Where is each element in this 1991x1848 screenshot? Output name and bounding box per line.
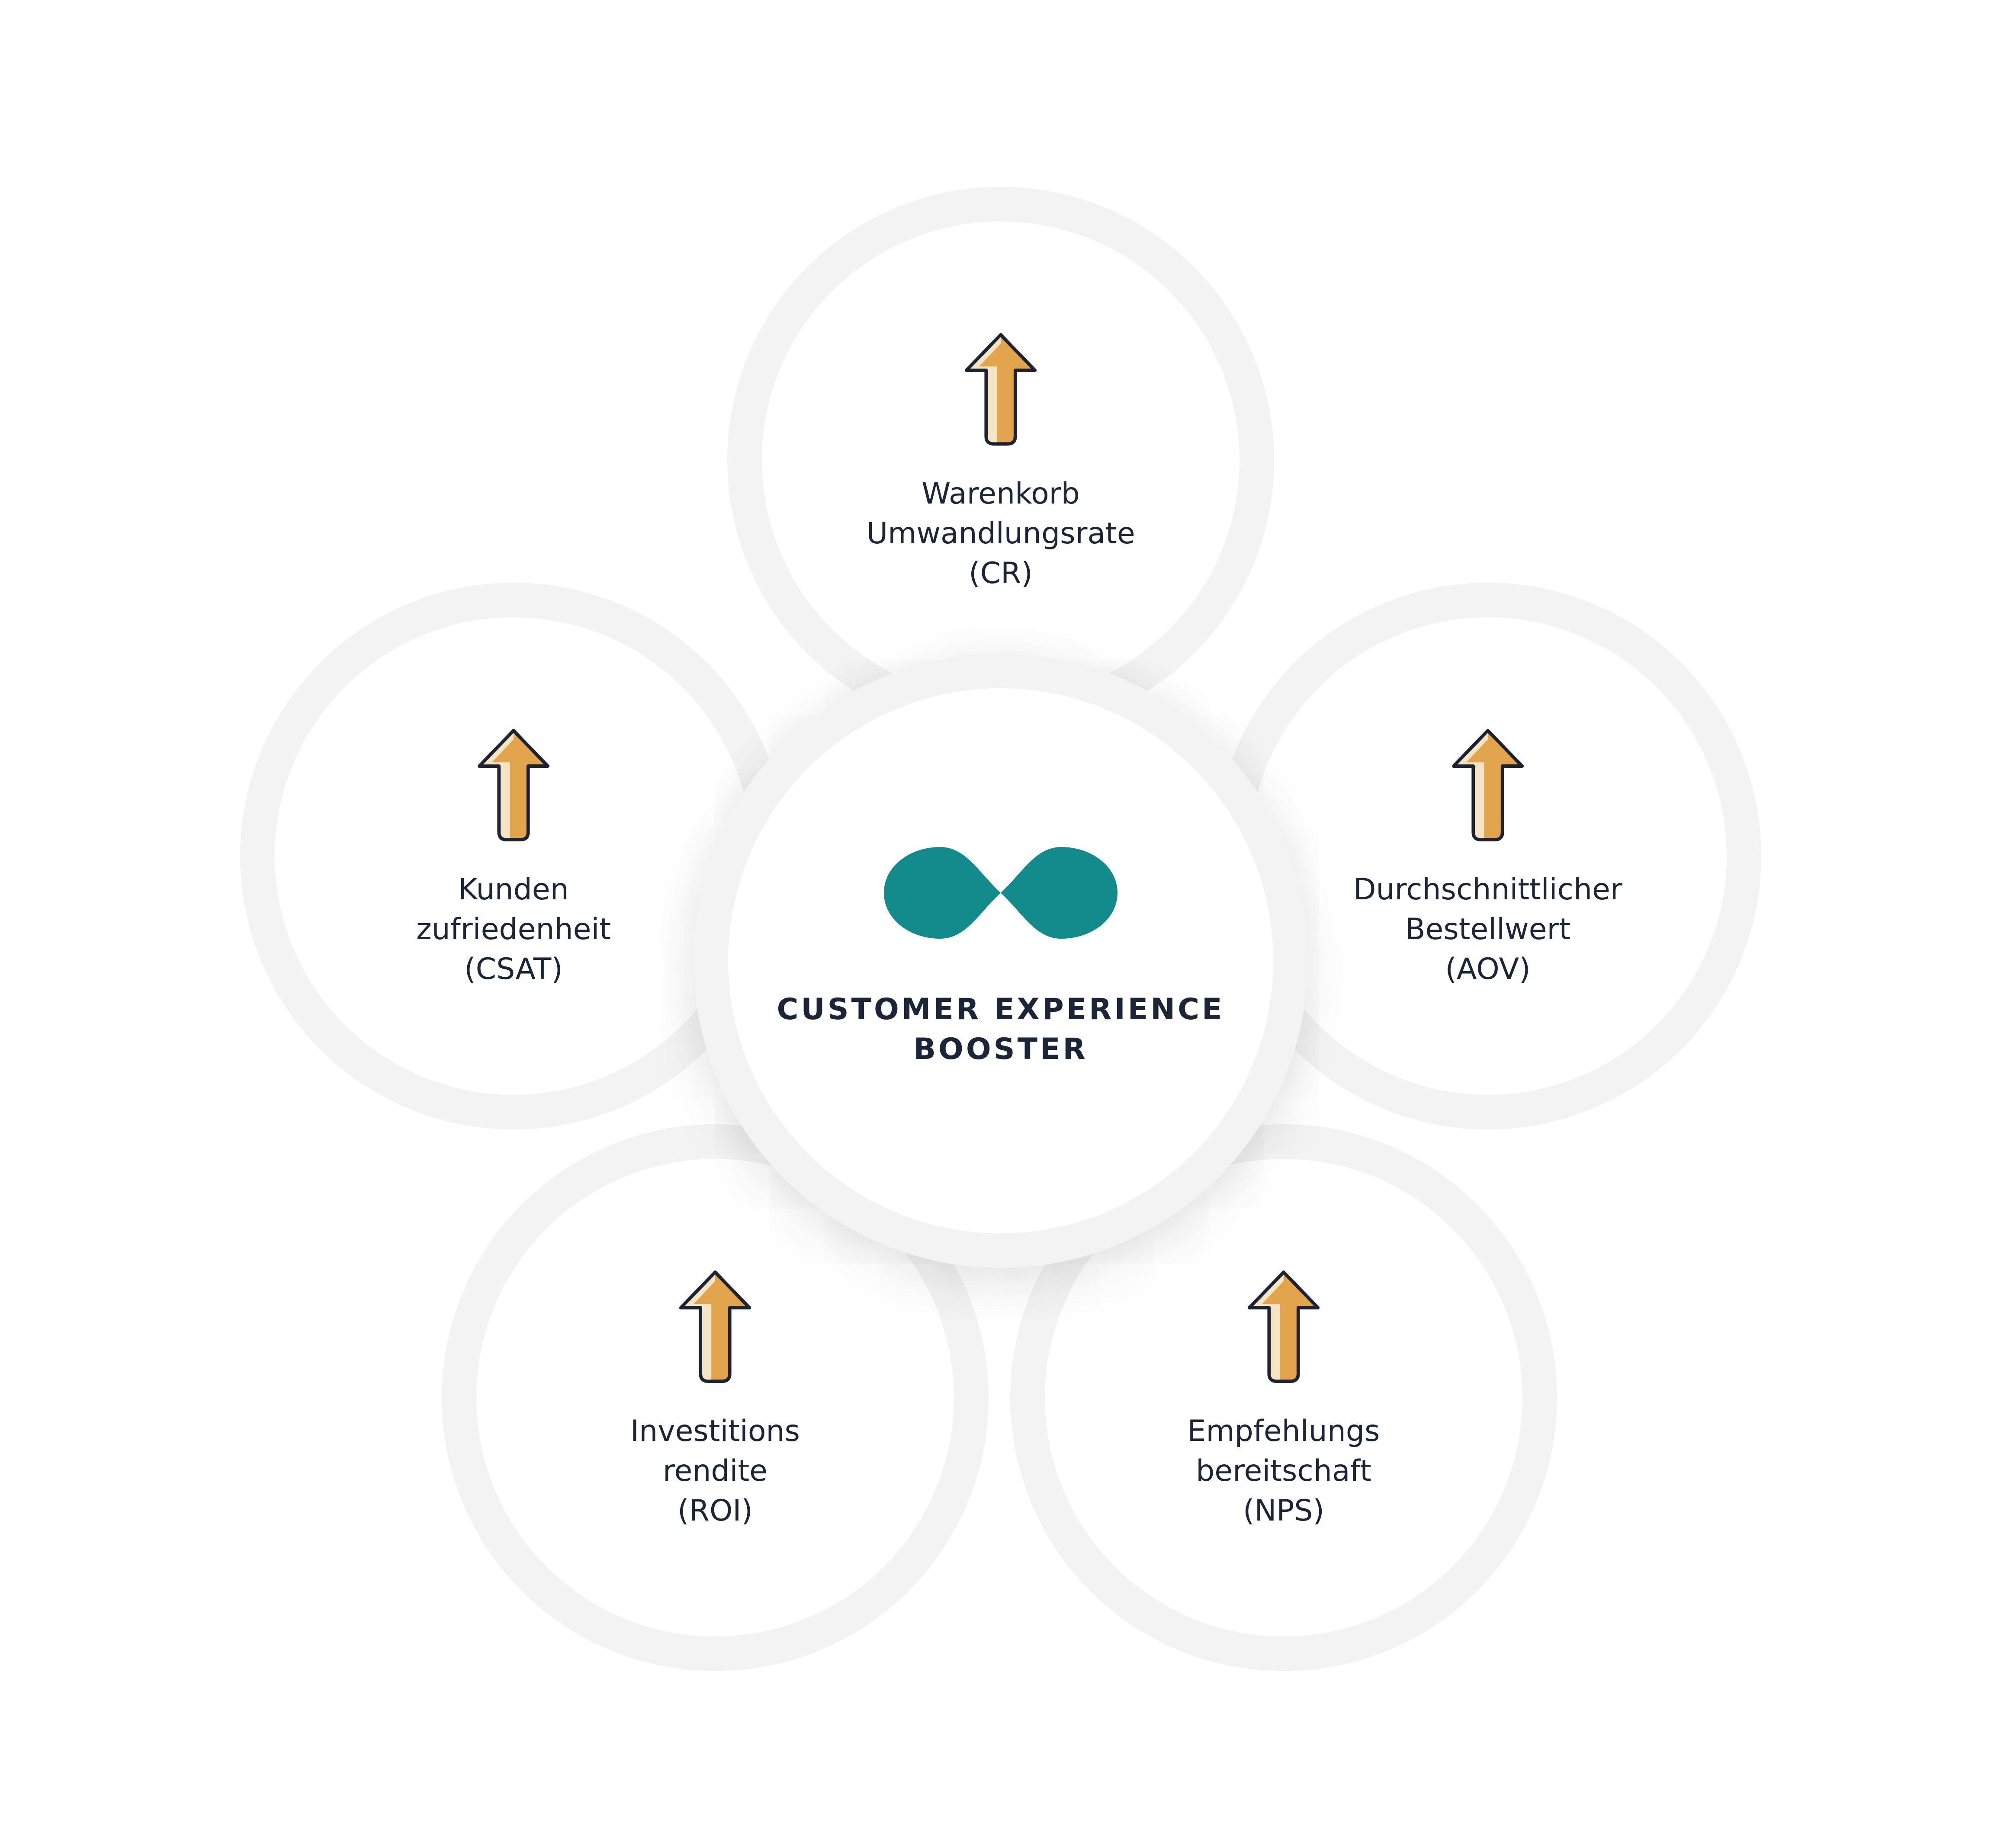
- node-label-aov: Durchschnittlicher Bestellwert (AOV): [1353, 870, 1622, 989]
- node-label-line: Durchschnittlicher: [1353, 873, 1622, 907]
- node-label-line: bereitschaft: [1196, 1454, 1371, 1488]
- hub-title-line: BOOSTER: [913, 1032, 1088, 1066]
- node-label-line: (AOV): [1445, 952, 1531, 986]
- node-label-line: Investitions: [630, 1414, 800, 1448]
- hub-title-line: CUSTOMER EXPERIENCE: [777, 992, 1225, 1027]
- node-aov: Durchschnittlicher Bestellwert (AOV): [1272, 728, 1704, 989]
- node-label-line: Warenkorb: [922, 477, 1080, 511]
- node-label-line: (CR): [969, 556, 1033, 590]
- node-label-roi: Investitions rendite (ROI): [630, 1412, 800, 1531]
- node-label-nps: Empfehlungs bereitschaft (NPS): [1188, 1412, 1380, 1531]
- hub: CUSTOMER EXPERIENCE BOOSTER: [763, 847, 1239, 1069]
- arrow-up-icon: [1247, 1270, 1320, 1383]
- node-label-line: zufriedenheit: [416, 912, 611, 946]
- node-label-line: rendite: [663, 1454, 767, 1488]
- node-csat: Kunden zufriedenheit (CSAT): [297, 728, 730, 989]
- node-label-csat: Kunden zufriedenheit (CSAT): [416, 870, 611, 989]
- node-label-line: Bestellwert: [1405, 912, 1571, 946]
- arrow-up-icon: [964, 333, 1037, 446]
- infinity-icon: [884, 847, 1118, 939]
- arrow-up-icon: [477, 729, 550, 841]
- node-label-line: (ROI): [678, 1494, 753, 1528]
- arrow-up-icon: [679, 1270, 751, 1383]
- node-label-cr: Warenkorb Umwandlungsrate (CR): [866, 474, 1135, 594]
- node-roi: Investitions rendite (ROI): [499, 1270, 931, 1531]
- node-label-line: Empfehlungs: [1187, 1414, 1380, 1448]
- node-nps: Empfehlungs bereitschaft (NPS): [1067, 1270, 1500, 1531]
- node-label-line: Umwandlungsrate: [866, 517, 1135, 551]
- node-label-line: Kunden: [458, 873, 569, 907]
- arrow-up-icon: [1452, 729, 1524, 841]
- node-cr: Warenkorb Umwandlungsrate (CR): [784, 332, 1217, 594]
- node-label-line: (CSAT): [464, 952, 563, 986]
- hub-title: CUSTOMER EXPERIENCE BOOSTER: [777, 990, 1225, 1069]
- node-label-line: (NPS): [1243, 1494, 1325, 1528]
